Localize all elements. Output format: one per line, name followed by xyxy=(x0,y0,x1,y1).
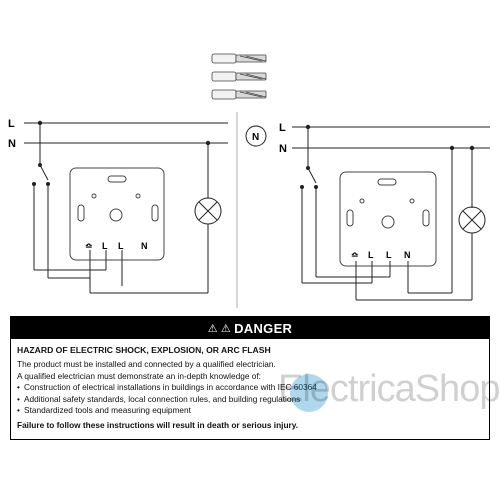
failure-warning: Failure to follow these instructions wil… xyxy=(17,420,299,431)
warning-triangle-icon: ⚠ xyxy=(207,322,218,335)
left-neutral-label: N xyxy=(8,138,16,150)
right-terminal-n: N xyxy=(404,250,411,260)
hazard-title: HAZARD OF ELECTRIC SHOCK, EXPLOSION, OR … xyxy=(17,345,271,355)
list-item: Standardized tools and measuring equipme… xyxy=(17,405,483,417)
right-neutral-label: N xyxy=(279,143,287,155)
stripped-wires-icon xyxy=(211,53,267,100)
left-terminal-n: N xyxy=(141,241,148,251)
left-terminal-l2: L xyxy=(118,241,124,251)
right-line-label: L xyxy=(279,122,286,134)
list-item: Construction of electrical installations… xyxy=(17,382,483,394)
right-terminal-tilde: ≏ xyxy=(351,250,359,260)
left-terminal-l1: L xyxy=(102,241,108,251)
right-diagram xyxy=(292,126,490,301)
neutral-symbol-text: N xyxy=(252,132,259,143)
qualification-line-2: A qualified electrician must demonstrate… xyxy=(17,370,261,381)
list-item: Additional safety standards, local conne… xyxy=(17,394,483,406)
knowledge-list: Construction of electrical installations… xyxy=(17,382,483,417)
right-terminal-l1: L xyxy=(368,250,374,260)
watermark-text: ElectricaShop xyxy=(278,368,500,410)
right-terminal-l2: L xyxy=(386,250,392,260)
danger-title: DANGER xyxy=(234,320,293,336)
left-line-label: L xyxy=(8,118,15,130)
danger-notice: ⚠ ⚠ DANGER HAZARD OF ELECTRIC SHOCK, EXP… xyxy=(10,316,490,440)
danger-body: HAZARD OF ELECTRIC SHOCK, EXPLOSION, OR … xyxy=(11,339,489,432)
watermark-logo-icon xyxy=(290,374,328,412)
danger-header: ⚠ ⚠ DANGER xyxy=(11,317,489,339)
left-diagram xyxy=(24,122,228,294)
warning-triangle-icon: ⚠ xyxy=(220,322,232,335)
left-terminal-tilde: ≏ xyxy=(85,241,93,251)
wiring-diagram: L N ≏ L L N N xyxy=(8,53,490,308)
neutral-symbol-icon xyxy=(245,125,267,147)
qualification-line-1: The product must be installed and connec… xyxy=(17,359,276,370)
